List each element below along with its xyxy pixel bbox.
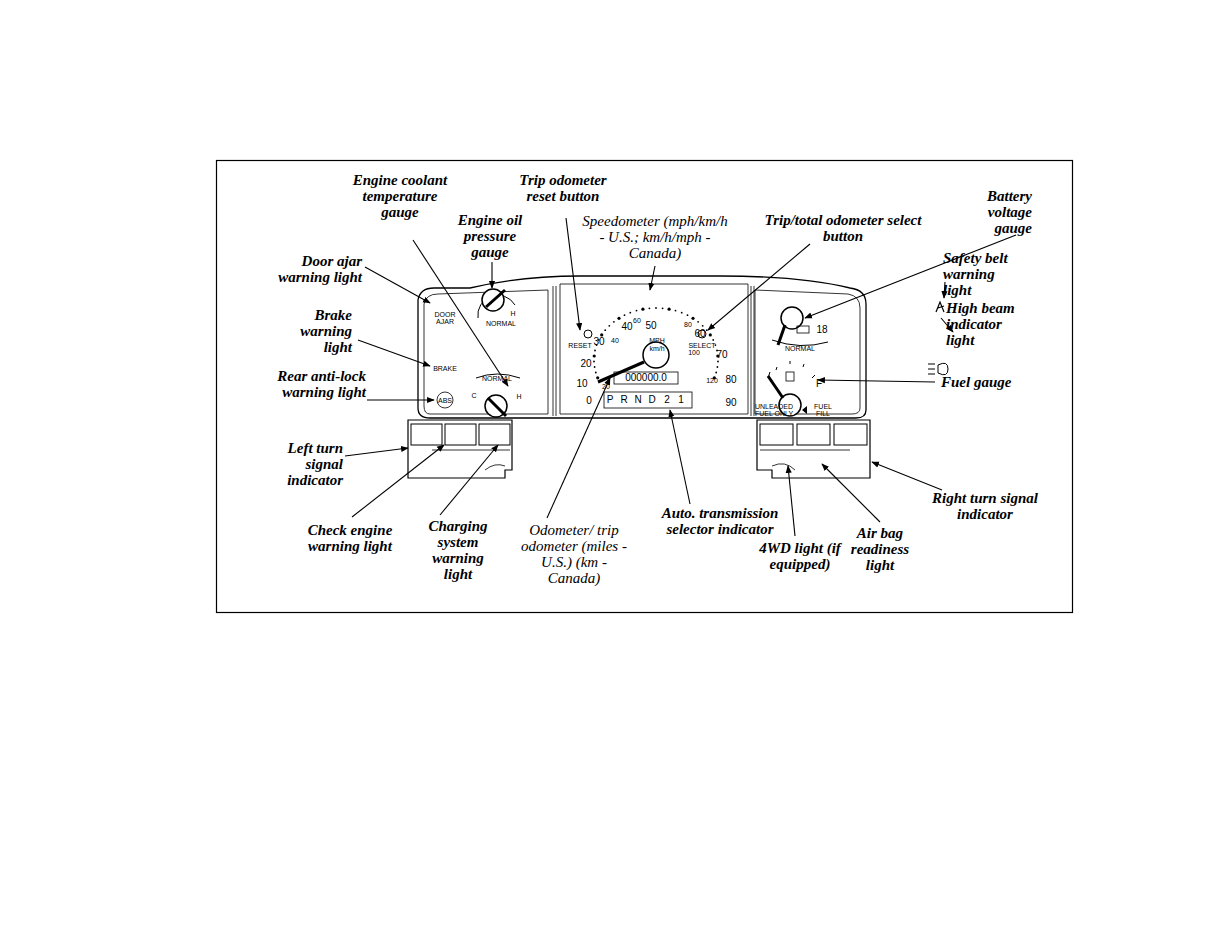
- tick-dot: [715, 372, 717, 374]
- tick-dot: [662, 307, 664, 309]
- panel-marking: 80: [725, 375, 736, 385]
- tick-dot: [681, 312, 683, 314]
- tick-dot: [617, 317, 620, 320]
- panel-marking: N: [634, 395, 641, 405]
- panel-marking: UNLEADED FUEL ONLY: [753, 403, 795, 417]
- tick-dot: [712, 339, 714, 341]
- tick-dot: [624, 314, 626, 316]
- panel-marking: 70: [716, 350, 727, 360]
- tick-dot: [604, 329, 606, 331]
- tick-dot: [709, 333, 712, 336]
- tick-dot: [697, 321, 699, 323]
- callout-label: Brake warning light: [272, 307, 352, 355]
- callout-label: Right turn signal indicator: [930, 490, 1040, 522]
- panel-marking: H: [510, 310, 515, 317]
- callout-label: Engine coolant temperature gauge: [353, 172, 448, 220]
- panel-marking: 000000.0: [625, 373, 667, 383]
- panel-marking: H: [516, 393, 521, 400]
- panel-marking: 60: [694, 329, 705, 339]
- callout-label: Fuel gauge: [941, 374, 1041, 390]
- callout-label: Battery voltage gauge: [952, 188, 1032, 236]
- tick-dot: [691, 317, 694, 320]
- tick-dot: [593, 354, 596, 357]
- tick-dot: [649, 307, 651, 309]
- tick-dot: [717, 366, 719, 368]
- tick-dot: [613, 321, 615, 323]
- callout-label: Left turn signal indicator: [263, 440, 343, 488]
- panel-marking: C: [471, 392, 476, 399]
- panel-marking: km/h: [649, 345, 664, 352]
- callout-label: Trip odometer reset button: [503, 172, 623, 204]
- callout-label: Check engine warning light: [305, 522, 395, 554]
- panel-marking: NORMAL: [785, 345, 815, 352]
- tick-dot: [629, 312, 631, 314]
- panel-marking: 40: [611, 337, 619, 344]
- panel-marking: 30: [593, 337, 604, 347]
- callout-label: High beam indicator light: [946, 300, 1026, 348]
- panel-marking: 10: [576, 379, 587, 389]
- panel-marking: 120: [706, 377, 718, 384]
- callout-label: Door ajar warning light: [262, 253, 362, 285]
- panel-marking: MPH: [649, 337, 665, 344]
- panel-marking: 90: [725, 398, 736, 408]
- tick-dot: [717, 361, 719, 363]
- panel-marking: DOOR AJAR: [434, 311, 456, 325]
- panel-marking: FUEL FILL: [814, 403, 832, 417]
- panel-marking: R: [620, 395, 627, 405]
- tick-dot: [593, 361, 595, 363]
- panel-marking: 20: [580, 359, 591, 369]
- panel-marking: 0: [586, 396, 592, 406]
- panel-marking: 60: [633, 317, 641, 324]
- panel-marking: 20: [602, 383, 610, 390]
- callout-label: Rear anti-lock warning light: [246, 368, 366, 400]
- tick-dot: [594, 366, 596, 368]
- panel-marking: D: [648, 395, 655, 405]
- tick-dot: [687, 314, 689, 316]
- panel-marking: 50: [645, 321, 656, 331]
- callout-label: Auto. transmission selector indicator: [645, 505, 795, 537]
- callout-label: Trip/total odometer select button: [758, 212, 928, 244]
- panel-marking: P: [607, 395, 614, 405]
- panel-marking: BRAKE: [433, 365, 457, 372]
- callout-label: Speedometer (mph/km/h - U.S.; km/h/mph -…: [580, 213, 730, 261]
- tick-dot: [596, 376, 599, 379]
- tick-dot: [675, 310, 677, 312]
- callout-label: Charging system warning light: [418, 518, 498, 582]
- callout-label: Odometer/ trip odometer (miles - U.S.) (…: [514, 522, 634, 586]
- panel-marking: SELECT: [688, 342, 715, 349]
- tick-dot: [655, 307, 657, 309]
- callout-label: Engine oil pressure gauge: [450, 212, 530, 260]
- panel-marking: ABS: [438, 397, 452, 404]
- tick-dot: [594, 350, 596, 352]
- tick-dot: [706, 329, 708, 331]
- panel-marking: F: [816, 379, 822, 389]
- panel-marking: RESET: [568, 342, 591, 349]
- tick-dot: [668, 308, 671, 311]
- callout-label: Air bag readiness light: [840, 525, 920, 573]
- tick-dot: [595, 372, 597, 374]
- panel-marking: NORMAL: [482, 375, 512, 382]
- panel-marking: 80: [684, 321, 692, 328]
- tick-dot: [641, 308, 644, 311]
- panel-marking: 100: [688, 349, 700, 356]
- tick-dot: [636, 310, 638, 312]
- panel-marking: 2: [664, 395, 670, 405]
- panel-marking: 40: [621, 322, 632, 332]
- callout-label: 4WD light (if equipped): [745, 540, 855, 572]
- tick-dot: [608, 325, 610, 327]
- tick-dot: [702, 325, 704, 327]
- panel-marking: 1: [678, 395, 684, 405]
- panel-marking: NORMAL: [486, 320, 516, 327]
- callout-label: Safety belt warning light: [943, 250, 1023, 298]
- panel-marking: 18: [816, 325, 827, 335]
